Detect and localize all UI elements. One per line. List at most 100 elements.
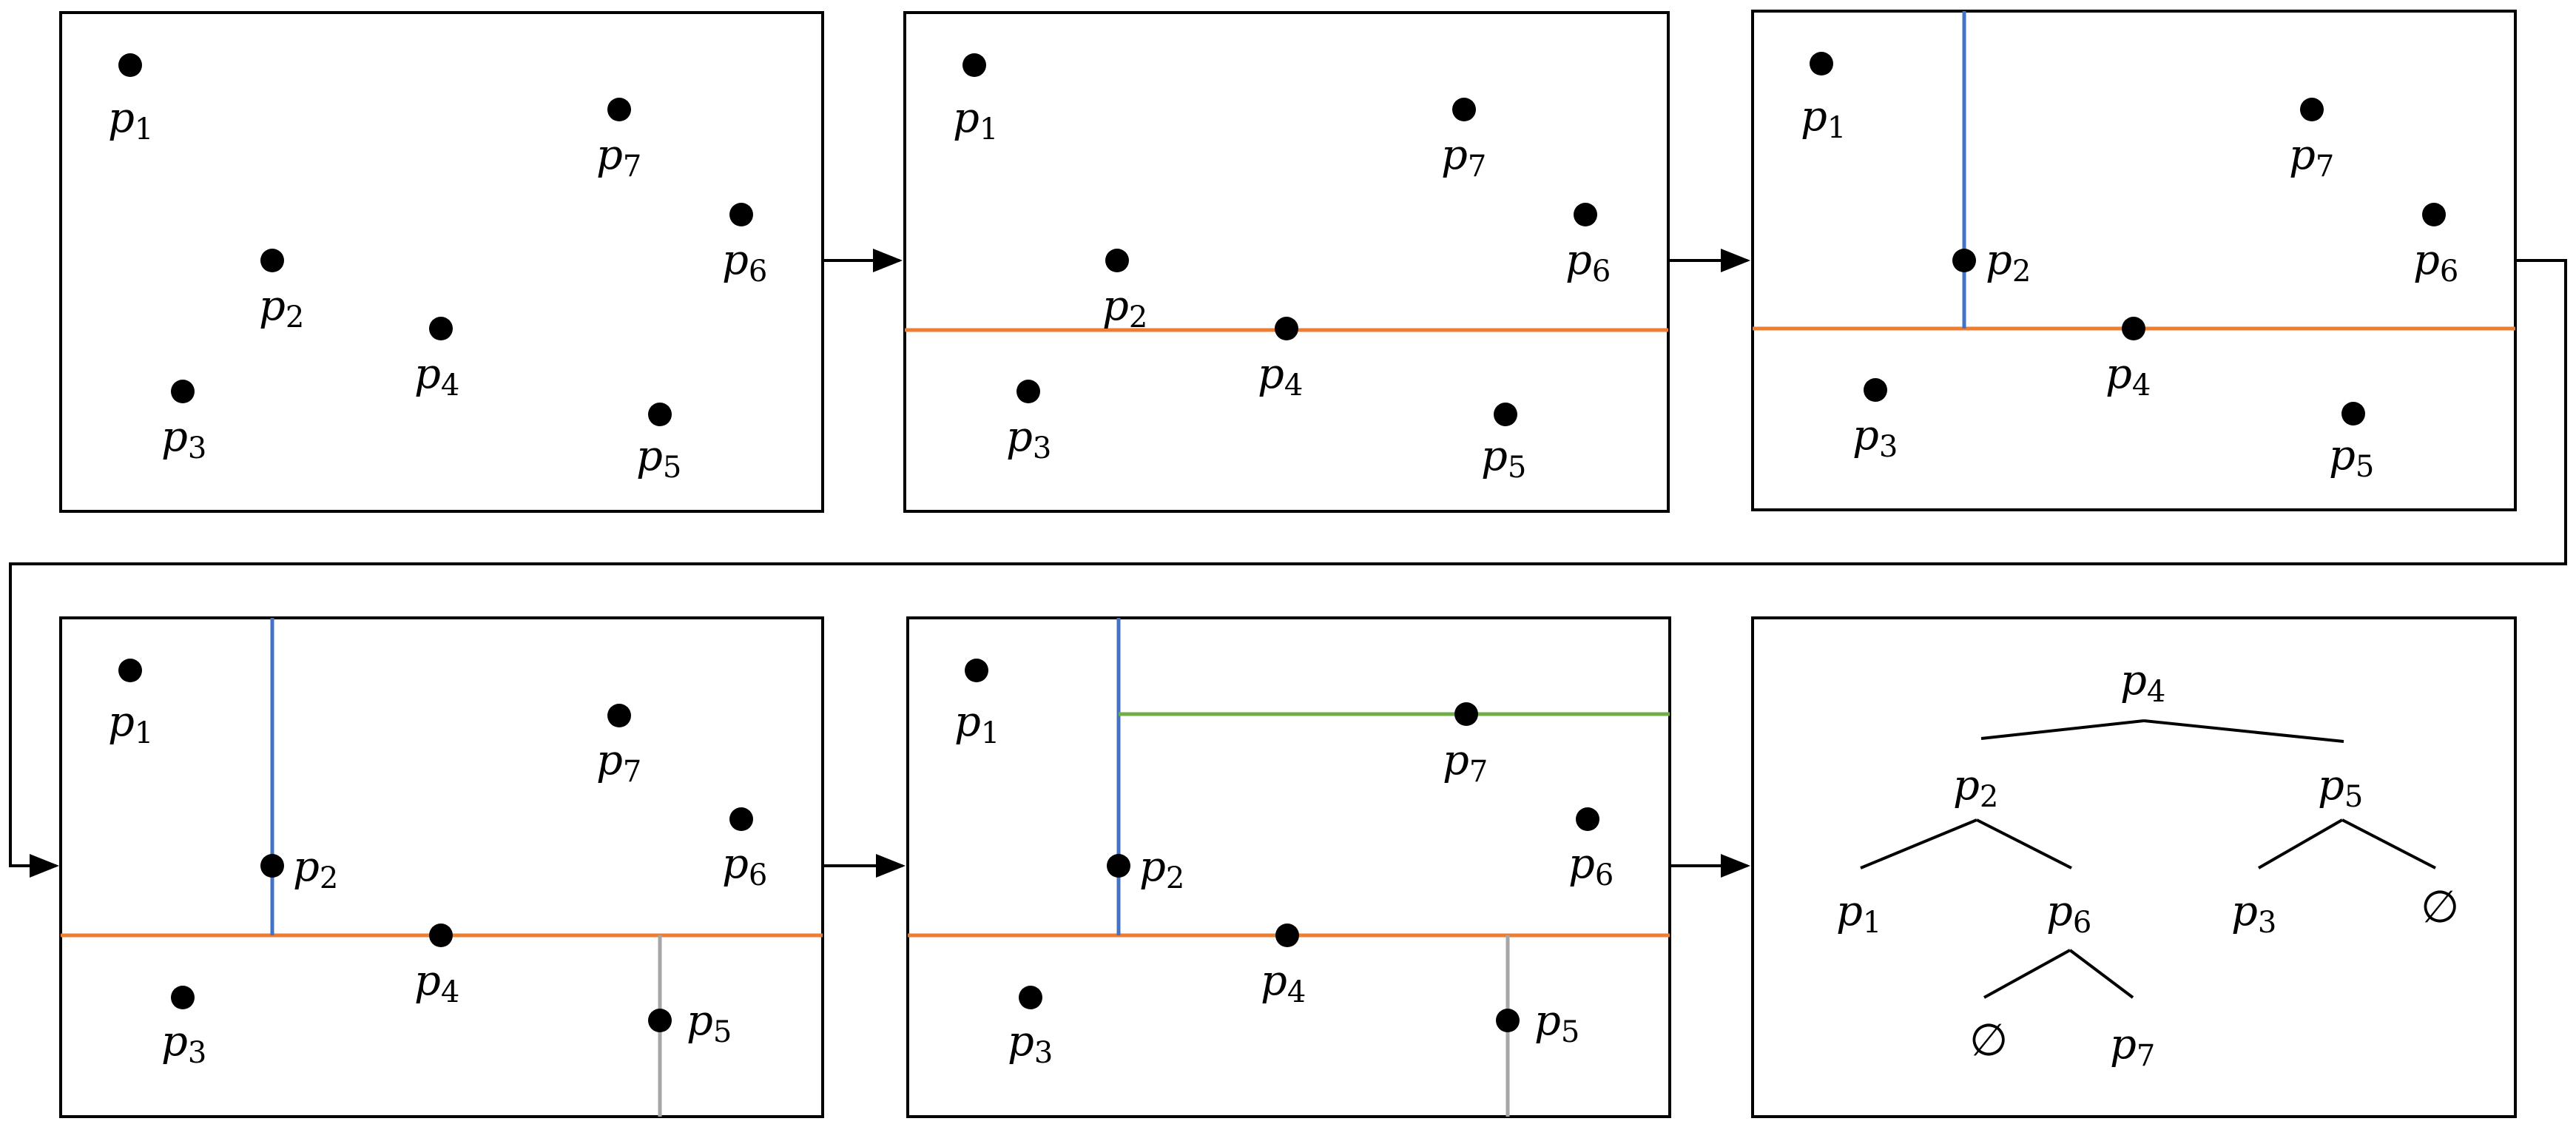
label-p6: p6 (722, 840, 767, 892)
tree-edge-p6-empty (1983, 949, 2071, 999)
point-p1-dot (965, 659, 988, 682)
tree-edge-p2-p1 (1860, 818, 1977, 869)
label-p5: p5 (2329, 431, 2374, 484)
point-p7-dot (2300, 98, 2324, 121)
tree-node-p2: p2 (1953, 761, 1998, 814)
label-p5: p5 (636, 432, 681, 485)
point-p7-dot (607, 98, 631, 121)
point-p7: p7 (1443, 702, 1488, 789)
label-p4: p4 (1258, 350, 1303, 403)
label-p3: p3 (1008, 1017, 1053, 1070)
point-p1-dot (118, 659, 142, 682)
point-p7-dot (1452, 98, 1476, 121)
point-p2: p2 (1102, 249, 1147, 334)
label-p5: p5 (687, 997, 732, 1049)
point-p3: p3 (1008, 986, 1053, 1070)
label-p7: p7 (1443, 736, 1488, 789)
point-p5: p5 (636, 403, 681, 485)
point-p5-dot (648, 1009, 672, 1032)
label-p4: p4 (1261, 957, 1306, 1009)
tree-node-p6: p6 (2046, 887, 2091, 940)
tree-node-p3: p3 (2231, 887, 2276, 940)
label-p1: p1 (953, 94, 998, 147)
label-p2: p2 (1102, 282, 1147, 334)
label-p4: p4 (2105, 350, 2151, 403)
label-p7: p7 (596, 131, 641, 184)
panel-5-split-p7: p1 p2 p3 p4 p5 p6 p7 (906, 616, 1671, 1118)
point-p1: p1 (108, 53, 153, 147)
point-p6-dot (1576, 807, 1599, 831)
point-p5-dot (1494, 403, 1517, 426)
point-p1: p1 (953, 53, 998, 147)
point-p7: p7 (2289, 98, 2334, 184)
label-p1: p1 (108, 94, 153, 147)
tree-edge-p2-p6 (1976, 818, 2072, 869)
point-p3: p3 (161, 986, 206, 1070)
label-p4: p4 (414, 957, 459, 1009)
point-p2-dot (1952, 249, 1976, 272)
point-p2: p2 (1952, 236, 2031, 289)
point-p4: p4 (414, 317, 459, 403)
point-p2: p2 (259, 249, 304, 334)
label-p1: p1 (954, 698, 999, 750)
tree-node-p5: p5 (2318, 761, 2363, 814)
panel-2-split-p4: p1 p2 p3 p4 p5 p6 p7 (903, 11, 1670, 513)
label-p7: p7 (2289, 131, 2334, 184)
label-p1: p1 (1801, 92, 1846, 145)
label-p5: p5 (1481, 432, 1526, 485)
point-p6-dot (1574, 203, 1597, 226)
panel-6-kd-tree: p4 p2 p5 p1 p6 p3 ∅ ∅ p7 (1751, 616, 2517, 1118)
label-p4: p4 (414, 350, 459, 403)
label-p6: p6 (1568, 840, 1614, 892)
point-p6: p6 (722, 807, 767, 892)
tree-edge-p5-empty (2341, 818, 2436, 869)
tree-node-p7: p7 (2110, 1020, 2155, 1073)
point-p1-dot (118, 53, 142, 77)
tree-edge-p4-p5 (2143, 719, 2344, 743)
label-p6: p6 (2413, 236, 2458, 289)
panel-4-split-p5: p1 p2 p3 p4 p5 p6 p7 (59, 616, 824, 1118)
point-p1: p1 (1801, 52, 1846, 145)
label-p5: p5 (1534, 997, 1579, 1049)
point-p2-dot (260, 854, 284, 878)
point-p4: p4 (1258, 317, 1303, 403)
label-p3: p3 (161, 1017, 206, 1070)
label-p6: p6 (1565, 236, 1611, 289)
panel-6-frame (1751, 616, 2517, 1118)
point-p6: p6 (722, 203, 767, 289)
label-p2: p2 (1986, 236, 2031, 289)
point-p5: p5 (1496, 997, 1579, 1049)
point-p5: p5 (648, 997, 732, 1049)
tree-node-empty-left-of-p6: ∅ (1969, 1015, 2008, 1066)
point-p1-dot (1810, 52, 1833, 75)
point-p1: p1 (954, 659, 999, 750)
point-p4-dot (1275, 317, 1298, 340)
point-p5-dot (648, 403, 672, 426)
point-p2: p2 (260, 843, 338, 895)
point-p2-dot (260, 249, 284, 272)
point-p4: p4 (414, 924, 459, 1009)
point-p2: p2 (1107, 843, 1184, 895)
point-p4-dot (2122, 317, 2145, 340)
point-p6: p6 (2413, 203, 2458, 289)
point-p7-dot (1454, 702, 1478, 726)
point-p6: p6 (1565, 203, 1611, 289)
point-p6-dot (729, 203, 753, 226)
point-p3: p3 (1006, 380, 1051, 465)
point-p3: p3 (161, 380, 206, 465)
tree-node-p4: p4 (2120, 656, 2165, 709)
tree-node-empty-right-of-p5: ∅ (2421, 881, 2459, 933)
panel-3-split-p2: p1 p2 p3 p4 p5 p6 p7 (1751, 10, 2517, 511)
label-p1: p1 (108, 698, 153, 750)
label-p3: p3 (161, 413, 206, 465)
point-p7: p7 (596, 98, 641, 184)
point-p5-dot (1496, 1009, 1520, 1032)
point-p4-dot (1275, 924, 1299, 947)
label-p7: p7 (596, 736, 641, 789)
point-p3: p3 (1852, 378, 1898, 464)
label-p3: p3 (1006, 413, 1051, 465)
point-p4-dot (429, 317, 453, 340)
point-p6: p6 (1568, 807, 1614, 892)
point-p2-dot (1105, 249, 1129, 272)
